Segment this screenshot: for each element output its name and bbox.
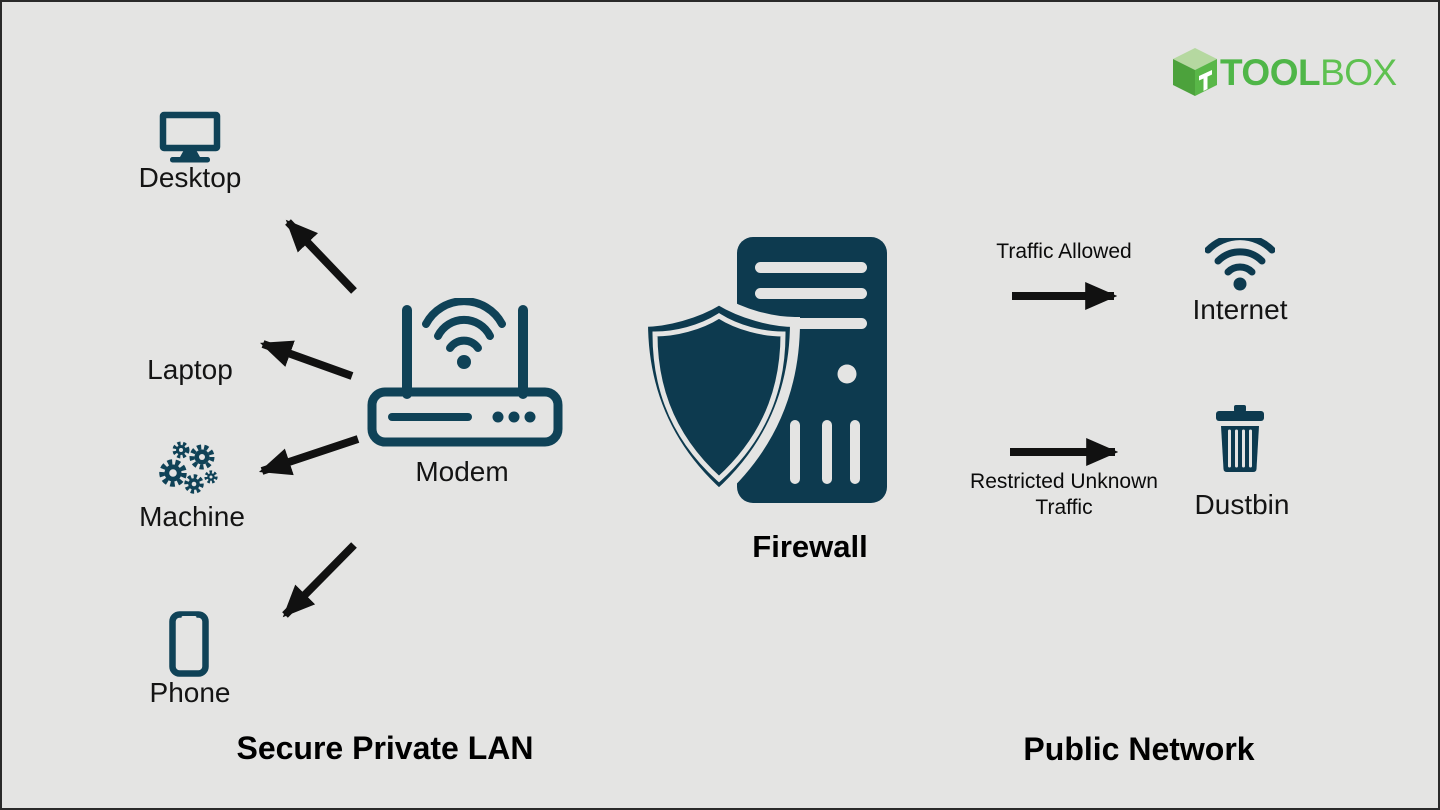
dustbin-label: Dustbin [1194, 489, 1290, 520]
gear-large [159, 459, 187, 487]
toolbox-logo-text: TOOLBOX [1220, 50, 1397, 96]
gear-small-top [172, 441, 190, 459]
arrow-modem-to-machine [258, 435, 360, 476]
gear-medium-bottom [184, 474, 204, 494]
logo-word-tool: TOOL [1220, 52, 1321, 93]
modem-label: Modem [415, 456, 509, 487]
arrow-modem-to-desktop [285, 219, 357, 294]
public-network-title: Public Network [1023, 731, 1255, 767]
phone-label: Phone [149, 677, 231, 708]
firewall-label: Firewall [752, 529, 868, 564]
desktop-label: Desktop [138, 162, 242, 193]
shield [637, 294, 801, 501]
arrow-modem-to-phone [282, 542, 357, 618]
gear-small-right [204, 470, 218, 484]
restricted-traffic-label: Restricted Unknown Traffic [970, 470, 1158, 519]
logo-word-box: BOX [1320, 52, 1397, 93]
gears-icon [159, 441, 218, 494]
gear-big-top [189, 444, 215, 470]
toolbox-cube-logo-icon [1173, 48, 1217, 96]
desktop-monitor-icon [159, 111, 221, 163]
secure-private-lan-title: Secure Private LAN [236, 730, 534, 766]
trash-can-icon [1216, 405, 1264, 472]
modem-wifi-waves [422, 298, 506, 352]
laptop-label: Laptop [147, 354, 233, 385]
smartphone-icon [169, 611, 209, 677]
server-tower [737, 237, 887, 503]
arrow-modem-to-laptop [259, 340, 354, 380]
wifi-icon [1205, 238, 1275, 291]
wifi-router-icon [367, 298, 563, 447]
internet-label: Internet [1192, 294, 1288, 325]
machine-label: Machine [139, 501, 245, 532]
shield-server-icon [637, 237, 887, 503]
traffic-allowed-label: Traffic Allowed [996, 240, 1132, 263]
